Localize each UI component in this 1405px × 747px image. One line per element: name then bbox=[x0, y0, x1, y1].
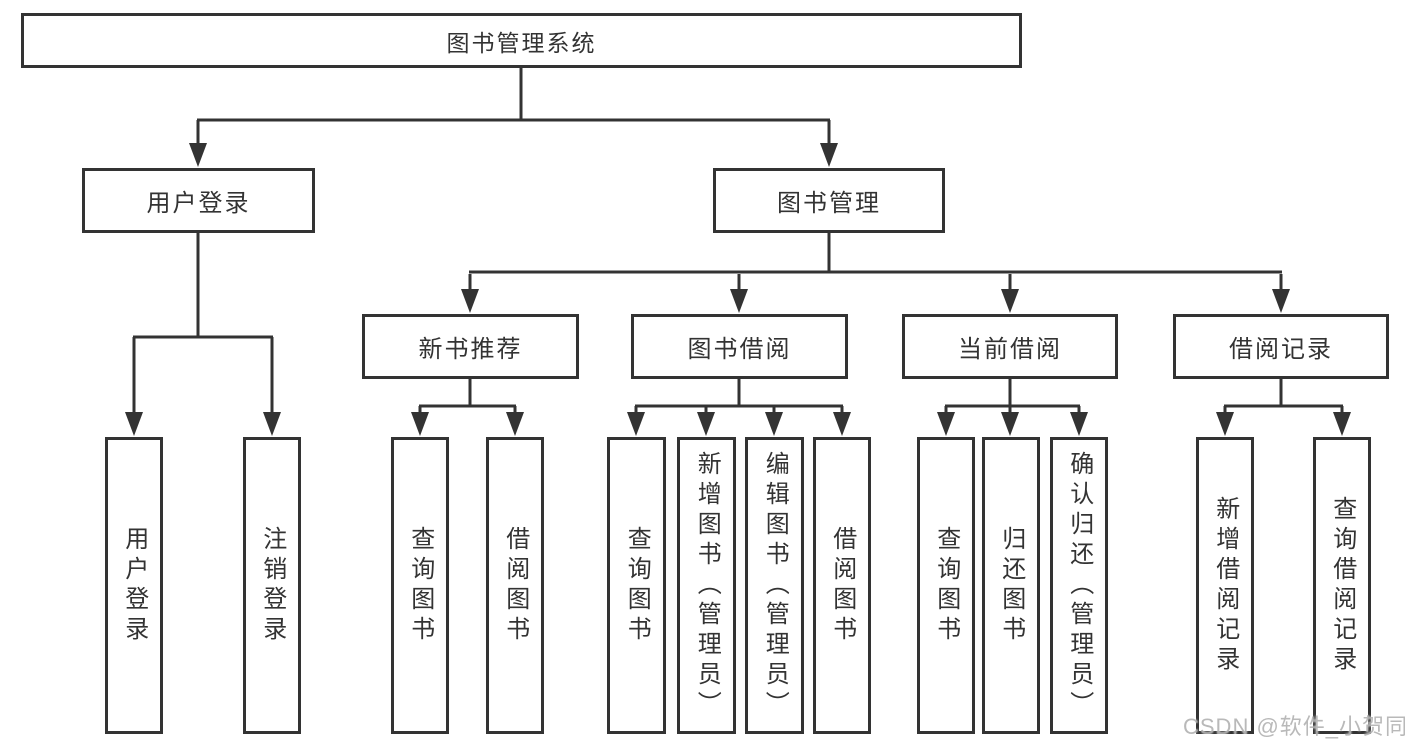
node-edit-books-admin-label: 编辑图书（管理员） bbox=[761, 450, 789, 721]
node-user-login-label: 用户登录 bbox=[146, 190, 251, 217]
node-borrow-books-action-label: 借阅图书 bbox=[828, 525, 856, 646]
node-user-login: 用户登录 bbox=[82, 168, 315, 233]
node-query-books-borrow: 查询图书 bbox=[607, 437, 666, 734]
node-root: 图书管理系统 bbox=[21, 13, 1022, 68]
node-borrow-books-recommend-label: 借阅图书 bbox=[501, 525, 529, 646]
csdn-watermark: CSDN @软件_小贺同学 bbox=[1183, 714, 1405, 739]
node-borrow-books-action: 借阅图书 bbox=[813, 437, 871, 734]
node-user-login-action: 用户登录 bbox=[105, 437, 163, 734]
node-book-borrow-label: 图书借阅 bbox=[687, 336, 792, 363]
node-query-books-recommend: 查询图书 bbox=[391, 437, 449, 734]
node-query-books-current: 查询图书 bbox=[917, 437, 975, 734]
node-borrow-books-recommend: 借阅图书 bbox=[486, 437, 544, 734]
node-book-borrow: 图书借阅 bbox=[631, 314, 848, 379]
node-return-books: 归还图书 bbox=[982, 437, 1040, 734]
node-logout-action: 注销登录 bbox=[243, 437, 301, 734]
node-book-management-label: 图书管理 bbox=[777, 190, 881, 217]
node-new-book-recommend: 新书推荐 bbox=[362, 314, 579, 379]
node-add-books-admin: 新增图书（管理员） bbox=[677, 437, 736, 734]
node-add-borrow-record: 新增借阅记录 bbox=[1196, 437, 1254, 734]
node-user-login-action-label: 用户登录 bbox=[120, 525, 148, 646]
node-current-borrow: 当前借阅 bbox=[902, 314, 1118, 379]
node-root-label: 图书管理系统 bbox=[446, 29, 597, 56]
node-confirm-return-admin: 确认归还（管理员） bbox=[1050, 437, 1108, 734]
node-book-management: 图书管理 bbox=[713, 168, 945, 233]
node-confirm-return-admin-label: 确认归还（管理员） bbox=[1065, 450, 1093, 721]
node-query-borrow-record: 查询借阅记录 bbox=[1313, 437, 1371, 734]
node-add-borrow-record-label: 新增借阅记录 bbox=[1211, 495, 1239, 676]
node-add-books-admin-label: 新增图书（管理员） bbox=[693, 450, 721, 721]
node-borrow-records: 借阅记录 bbox=[1173, 314, 1389, 379]
node-borrow-records-label: 借阅记录 bbox=[1229, 336, 1333, 363]
node-new-book-recommend-label: 新书推荐 bbox=[418, 336, 523, 363]
node-query-books-recommend-label: 查询图书 bbox=[406, 525, 434, 646]
node-return-books-label: 归还图书 bbox=[997, 525, 1025, 646]
node-current-borrow-label: 当前借阅 bbox=[958, 336, 1062, 363]
node-query-books-borrow-label: 查询图书 bbox=[623, 525, 651, 646]
node-query-books-current-label: 查询图书 bbox=[932, 525, 960, 646]
node-edit-books-admin: 编辑图书（管理员） bbox=[745, 437, 804, 734]
node-logout-action-label: 注销登录 bbox=[258, 525, 286, 646]
node-query-borrow-record-label: 查询借阅记录 bbox=[1328, 495, 1356, 676]
